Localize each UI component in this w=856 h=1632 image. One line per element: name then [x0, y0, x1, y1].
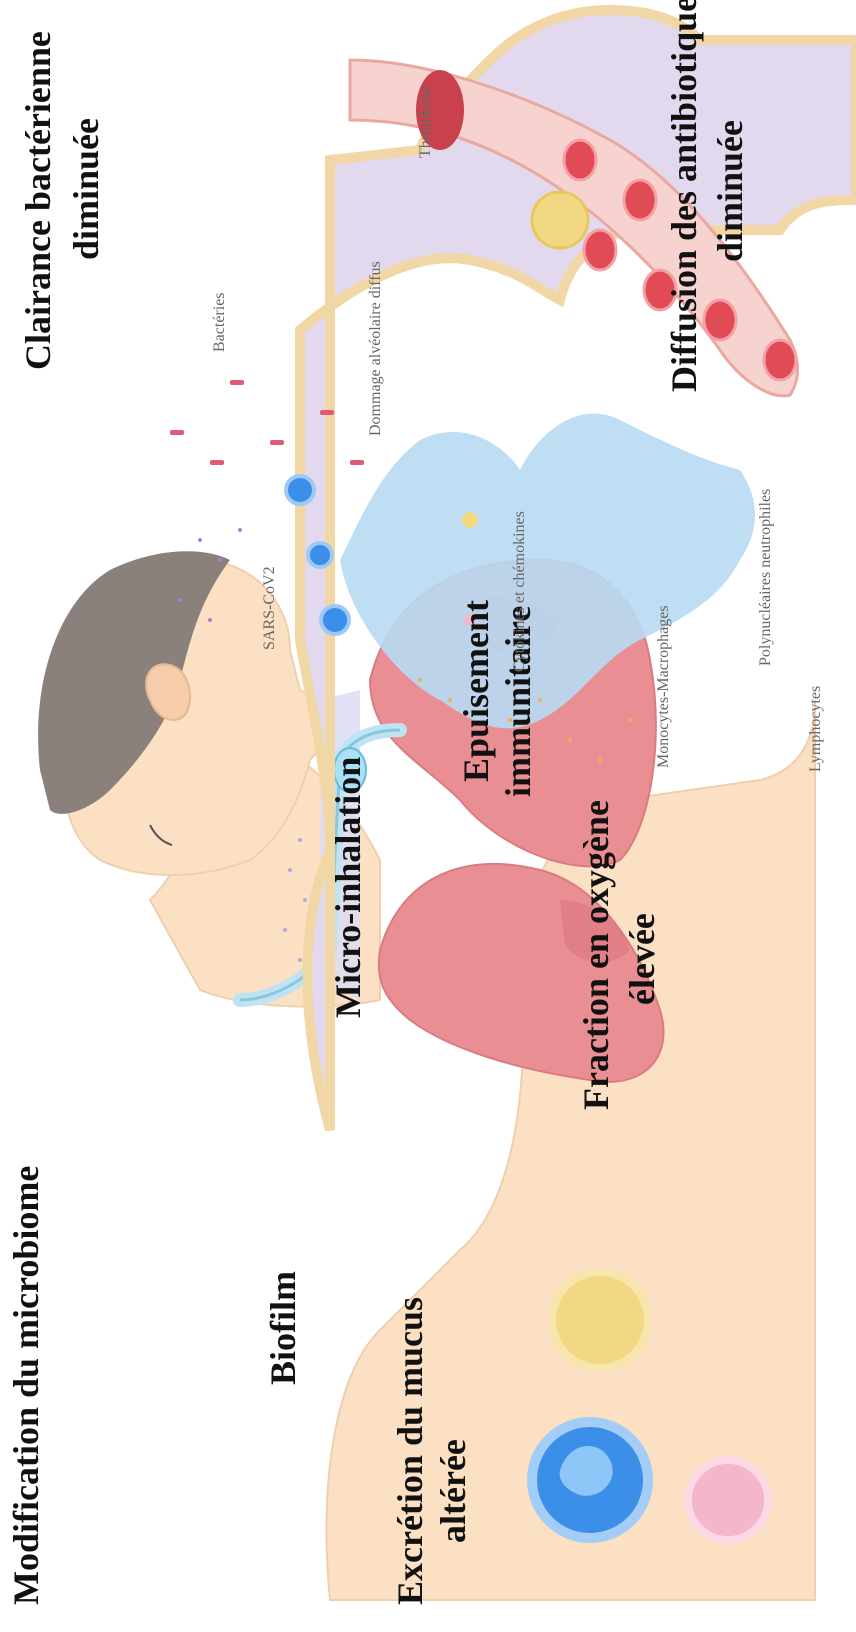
label-thrombose: Thrombose	[418, 85, 434, 158]
label-polynucleaires: Polynucléaires neutrophiles	[758, 489, 774, 666]
label-micro-inhalation: Micro-inhalation	[330, 757, 366, 1018]
label-fraction-line1: Fraction en oxygène	[578, 800, 614, 1110]
label-fraction-line2: élevée	[624, 913, 660, 1005]
lymphocyte-icon	[688, 1460, 768, 1540]
label-cytokines: Cytokines et chémokines	[512, 511, 528, 672]
vessel-neutrophil	[532, 192, 588, 248]
label-epuisement-line1: Epuisement	[458, 600, 494, 782]
label-clairance-line2: diminuée	[68, 118, 104, 260]
label-bacteries: Bactéries	[212, 292, 228, 352]
label-sars: SARS-CoV2	[262, 566, 278, 650]
label-diffusion-line2: diminuée	[712, 120, 748, 262]
label-diffusion-line1: Diffusion des antibiotiques	[666, 0, 702, 392]
label-monocytes: Monocytes-Macrophages	[656, 605, 672, 768]
label-dommage: Dommage alvéolaire diffus	[368, 261, 384, 436]
label-biofilm: Biofilm	[265, 1271, 301, 1385]
neutrophil-icon	[552, 1272, 648, 1368]
label-clairance-line1: Clairance bactérienne	[20, 31, 56, 370]
label-lymphocytes: Lymphocytes	[808, 686, 824, 772]
label-excretion-line2: altérée	[435, 1439, 471, 1543]
label-excretion-line1: Excrétion du mucus	[392, 1297, 428, 1605]
label-modification-microbiome: Modification du microbiome	[8, 1166, 44, 1605]
